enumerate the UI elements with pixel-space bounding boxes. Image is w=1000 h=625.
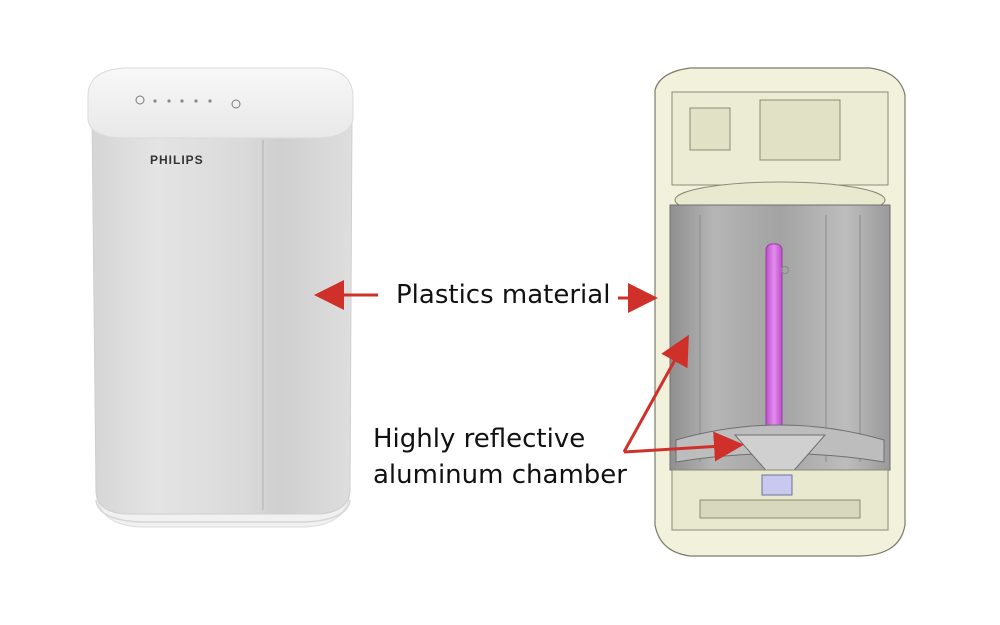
purifier-body — [91, 114, 353, 515]
base-ring-line — [95, 499, 351, 523]
lamp-socket — [761, 474, 793, 496]
label-chamber-line-2: aluminum chamber — [373, 460, 627, 490]
label-chamber-line-1: Highly reflective — [373, 424, 586, 454]
fan-assembly — [689, 99, 841, 161]
air-purifier-product — [87, 67, 354, 528]
indicator-dot — [180, 99, 184, 103]
indicator-dot — [167, 99, 171, 103]
lamp-bolt-icon — [781, 266, 789, 274]
base-grille — [699, 499, 861, 519]
indicator-dot — [208, 99, 212, 103]
power-button-icon — [135, 95, 145, 105]
control-panel — [135, 95, 241, 109]
chamber-arrow-reflector — [623, 431, 744, 462]
indicator-dot — [194, 99, 198, 103]
label-plastics-material: Plastics material — [396, 280, 611, 310]
mode-button-icon — [231, 99, 241, 109]
top-cap — [87, 67, 354, 139]
brand-logo: PHILIPS — [150, 153, 204, 167]
cutaway-drawing — [654, 67, 906, 557]
indicator-dot — [153, 99, 157, 103]
chamber-arrow-wall — [622, 334, 689, 453]
